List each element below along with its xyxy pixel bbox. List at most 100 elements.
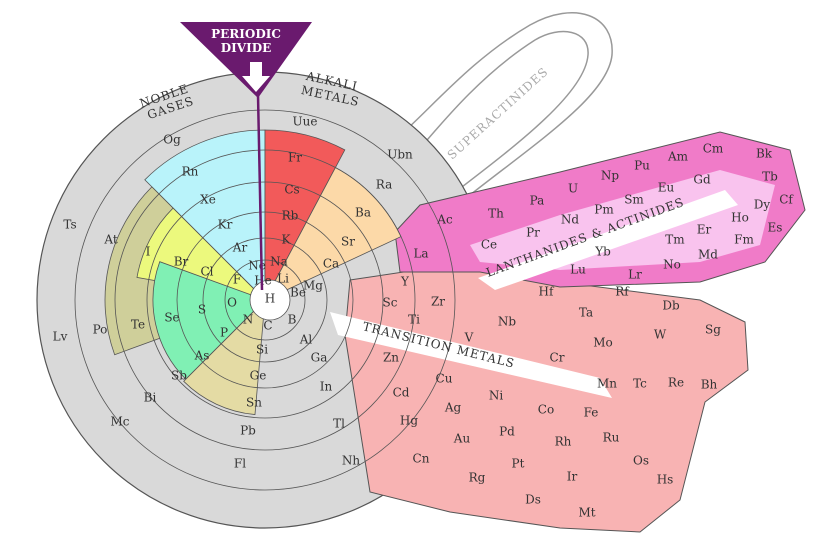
element-ds: Ds	[525, 493, 541, 507]
element-ga: Ga	[311, 351, 328, 365]
element-cm: Cm	[703, 142, 724, 156]
noble-gases-wedge	[144, 129, 266, 301]
element-k: K	[282, 233, 292, 247]
element-au: Au	[453, 432, 471, 446]
element-si: Si	[256, 343, 268, 357]
element-li: Li	[277, 272, 289, 286]
element-pd: Pd	[499, 425, 515, 439]
element-s: S	[198, 303, 206, 317]
shell-ring	[74, 109, 456, 491]
element-db: Db	[662, 299, 680, 313]
element-fe: Fe	[584, 406, 599, 420]
shell-ring	[202, 237, 328, 363]
element-ti: Ti	[408, 313, 420, 327]
element-u: U	[568, 182, 578, 196]
element-sb: Sb	[171, 369, 187, 383]
element-n: N	[243, 313, 254, 327]
element-xe: Xe	[200, 193, 216, 207]
element-f: F	[233, 273, 241, 287]
element-bk: Bk	[756, 147, 773, 161]
element-bi: Bi	[144, 391, 157, 405]
chalcogens-wedge	[152, 261, 266, 380]
element-fm: Fm	[734, 233, 754, 247]
element-dy: Dy	[754, 198, 771, 212]
element-cr: Cr	[550, 351, 565, 365]
element-pm: Pm	[594, 203, 614, 217]
element-br: Br	[174, 255, 189, 269]
element-co: Co	[538, 403, 554, 417]
element-ar: Ar	[232, 241, 248, 255]
element-re: Re	[668, 376, 684, 390]
lanthanides-inner-band	[470, 170, 775, 270]
element-zr: Zr	[431, 295, 445, 309]
element-i: I	[146, 245, 151, 259]
element-bh: Bh	[701, 378, 718, 392]
element-cu: Cu	[436, 372, 453, 386]
shell-ring	[114, 149, 416, 451]
periodic-divide-label: PERIODIC	[211, 27, 281, 41]
element-rn: Rn	[182, 165, 199, 179]
element-na: Na	[270, 255, 288, 269]
element-tb: Tb	[762, 170, 778, 184]
element-am: Am	[667, 150, 689, 164]
element-ac: Ac	[436, 213, 453, 227]
shell-ring	[146, 181, 384, 419]
element-ra: Ra	[376, 178, 392, 192]
element-y: Y	[400, 275, 410, 289]
element-fr: Fr	[288, 151, 302, 165]
element-cf: Cf	[779, 193, 794, 207]
element-nd: Nd	[561, 213, 580, 227]
element-b: B	[288, 313, 297, 327]
element-hf: Hf	[539, 285, 555, 299]
element-sm: Sm	[624, 193, 644, 207]
element-lr: Lr	[628, 268, 642, 282]
element-p: P	[220, 326, 228, 340]
element-pt: Pt	[512, 457, 525, 471]
element-es: Es	[768, 221, 783, 235]
shell-ring	[176, 211, 354, 389]
element-er: Er	[697, 223, 712, 237]
element-yb: Yb	[594, 245, 611, 259]
element-no: No	[663, 258, 681, 272]
transition-gap	[330, 312, 612, 398]
element-lv: Lv	[53, 330, 68, 344]
element-lu: Lu	[570, 263, 586, 277]
element-rg: Rg	[469, 471, 486, 485]
element-zn: Zn	[383, 351, 399, 365]
element-se: Se	[164, 311, 179, 325]
element-pa: Pa	[530, 194, 545, 208]
element-o: O	[227, 296, 237, 310]
element-ir: Ir	[567, 470, 578, 484]
element-at: At	[103, 233, 117, 247]
element-ne: Ne	[248, 259, 266, 273]
element-c: C	[263, 319, 272, 333]
shell-ring	[224, 259, 306, 341]
element-pr: Pr	[526, 226, 540, 240]
element-tm: Tm	[665, 233, 685, 247]
element-sr: Sr	[341, 235, 355, 249]
element-nb: Nb	[498, 315, 517, 329]
arrow-down-icon	[242, 62, 270, 92]
element-be: Be	[290, 286, 306, 300]
element-h: H	[265, 292, 275, 306]
element-tc: Tc	[633, 377, 647, 391]
element-po: Po	[93, 323, 108, 337]
element-np: Np	[601, 169, 620, 183]
element-ho: Ho	[731, 211, 749, 225]
element-ts: Ts	[63, 218, 76, 232]
element-ca: Ca	[323, 257, 339, 271]
element-sg: Sg	[705, 323, 721, 337]
element-tl: Tl	[333, 417, 345, 431]
shell-ring	[249, 279, 291, 321]
element-v: V	[464, 331, 474, 345]
element-cl: Cl	[200, 265, 213, 279]
element-in: In	[320, 380, 333, 394]
element-w: W	[654, 328, 667, 342]
element-th: Th	[488, 207, 504, 221]
element-mg: Mg	[303, 279, 323, 293]
element-labels: UueUbnOgRnXeKrArNeHeHLiBeFrCsRbKNaRaBaSr…	[53, 115, 795, 520]
element-og: Og	[163, 133, 181, 147]
element-sc: Sc	[383, 296, 398, 310]
element-ubn: Ubn	[387, 148, 413, 162]
element-ge: Ge	[250, 369, 267, 383]
